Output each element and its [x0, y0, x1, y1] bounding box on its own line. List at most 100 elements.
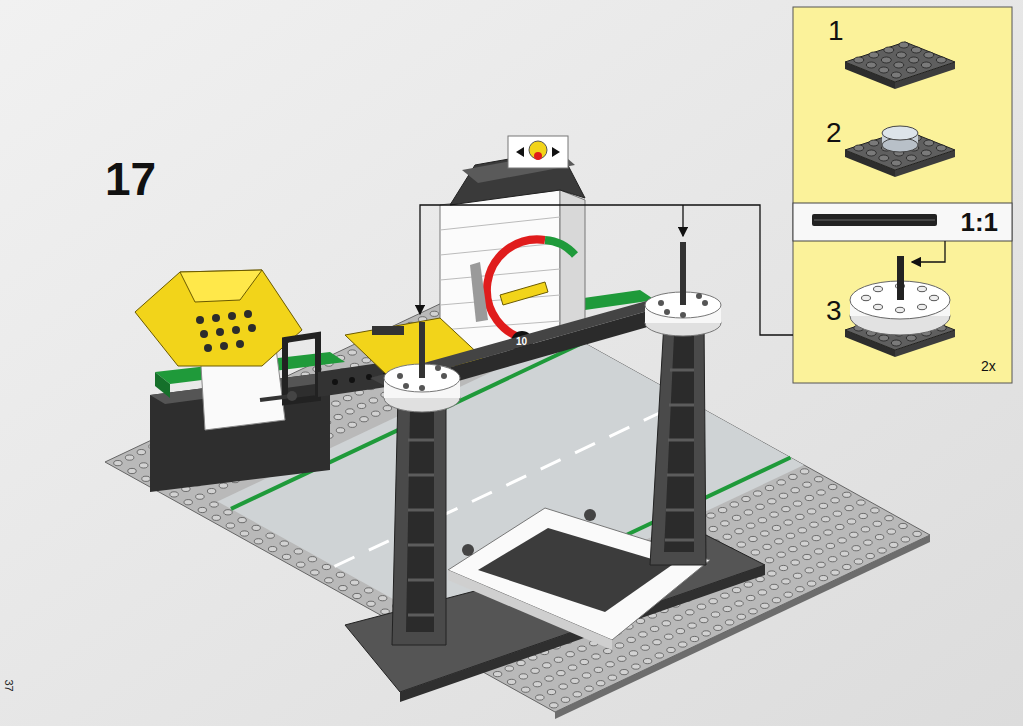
stud	[198, 507, 206, 512]
stud	[348, 350, 356, 355]
stud	[854, 145, 864, 151]
axle	[897, 256, 904, 300]
stud	[836, 524, 844, 529]
stud	[582, 673, 590, 678]
stud	[311, 570, 319, 575]
drawing-part	[665, 370, 694, 540]
stud	[747, 523, 755, 528]
stud	[913, 531, 921, 536]
drawing-part	[236, 340, 244, 348]
stud	[829, 484, 837, 489]
stud	[758, 518, 766, 523]
drawing-part	[408, 474, 434, 477]
stud	[350, 580, 358, 585]
stud	[360, 417, 368, 422]
stud	[219, 483, 227, 488]
stud	[906, 155, 916, 161]
drawing-part	[135, 270, 302, 366]
drawing-part	[448, 570, 612, 650]
drawing-part	[200, 330, 208, 338]
stud	[768, 571, 776, 576]
stud	[803, 482, 811, 487]
stud	[212, 515, 220, 520]
stud	[861, 527, 869, 532]
stud	[522, 687, 530, 692]
leader-lines	[420, 205, 945, 335]
drawing-part	[670, 369, 694, 372]
stud	[817, 490, 825, 495]
stud	[536, 695, 544, 700]
stud	[749, 609, 757, 614]
stud	[709, 526, 717, 531]
drawing-part	[584, 509, 596, 521]
stud	[578, 646, 586, 651]
stud	[800, 541, 808, 546]
drawing-part	[440, 269, 560, 280]
drawing-part	[440, 217, 560, 330]
drawing-part	[680, 312, 686, 318]
stud	[826, 543, 834, 548]
stud	[843, 564, 851, 569]
inset-panel: 1232x1:1	[793, 7, 1012, 383]
drawing-part	[419, 322, 425, 378]
stud	[732, 588, 740, 593]
stud	[845, 506, 853, 511]
stud	[924, 140, 934, 146]
stud	[568, 665, 576, 670]
stud	[800, 469, 808, 474]
stud	[793, 501, 801, 506]
inset-parts	[845, 42, 955, 357]
quantity-label: 2x	[981, 359, 996, 373]
stud	[559, 684, 567, 689]
stud	[894, 62, 904, 68]
stud	[641, 645, 649, 650]
stud	[866, 62, 876, 68]
stud	[770, 512, 778, 517]
stud	[597, 681, 605, 686]
stud	[756, 504, 764, 509]
stud	[383, 406, 391, 411]
stud	[566, 652, 574, 657]
stud	[686, 610, 694, 615]
drawing-part	[332, 379, 338, 385]
stud	[367, 601, 375, 606]
stud	[784, 520, 792, 525]
stud	[707, 513, 715, 518]
stud	[252, 525, 260, 530]
drawing-part	[912, 241, 945, 262]
stud	[866, 150, 876, 156]
stud	[812, 536, 820, 541]
stud	[918, 286, 927, 291]
drawing-part	[366, 374, 372, 380]
stud	[142, 476, 150, 481]
stud	[580, 659, 588, 664]
stud	[592, 654, 600, 659]
scale-label: 1:1	[960, 209, 998, 235]
stud	[357, 403, 365, 408]
stud	[365, 588, 373, 593]
drawing-part	[392, 395, 446, 645]
right-tower	[645, 242, 721, 565]
stud	[878, 548, 886, 553]
stud	[545, 676, 553, 681]
stud	[850, 532, 858, 537]
stud	[336, 428, 344, 433]
stud	[353, 593, 361, 598]
drawing-part	[419, 385, 425, 391]
drawing-part	[441, 373, 447, 379]
stud	[869, 52, 879, 58]
stud	[777, 480, 785, 485]
drawing-part	[180, 270, 262, 302]
stud	[751, 550, 759, 555]
stud	[679, 642, 687, 647]
stud	[493, 672, 501, 677]
stud	[798, 528, 806, 533]
stud	[840, 551, 848, 556]
stud	[224, 510, 232, 515]
stud	[817, 562, 825, 567]
stud	[505, 666, 513, 671]
stud	[585, 686, 593, 691]
stud	[768, 499, 776, 504]
drawing-part	[397, 373, 403, 379]
